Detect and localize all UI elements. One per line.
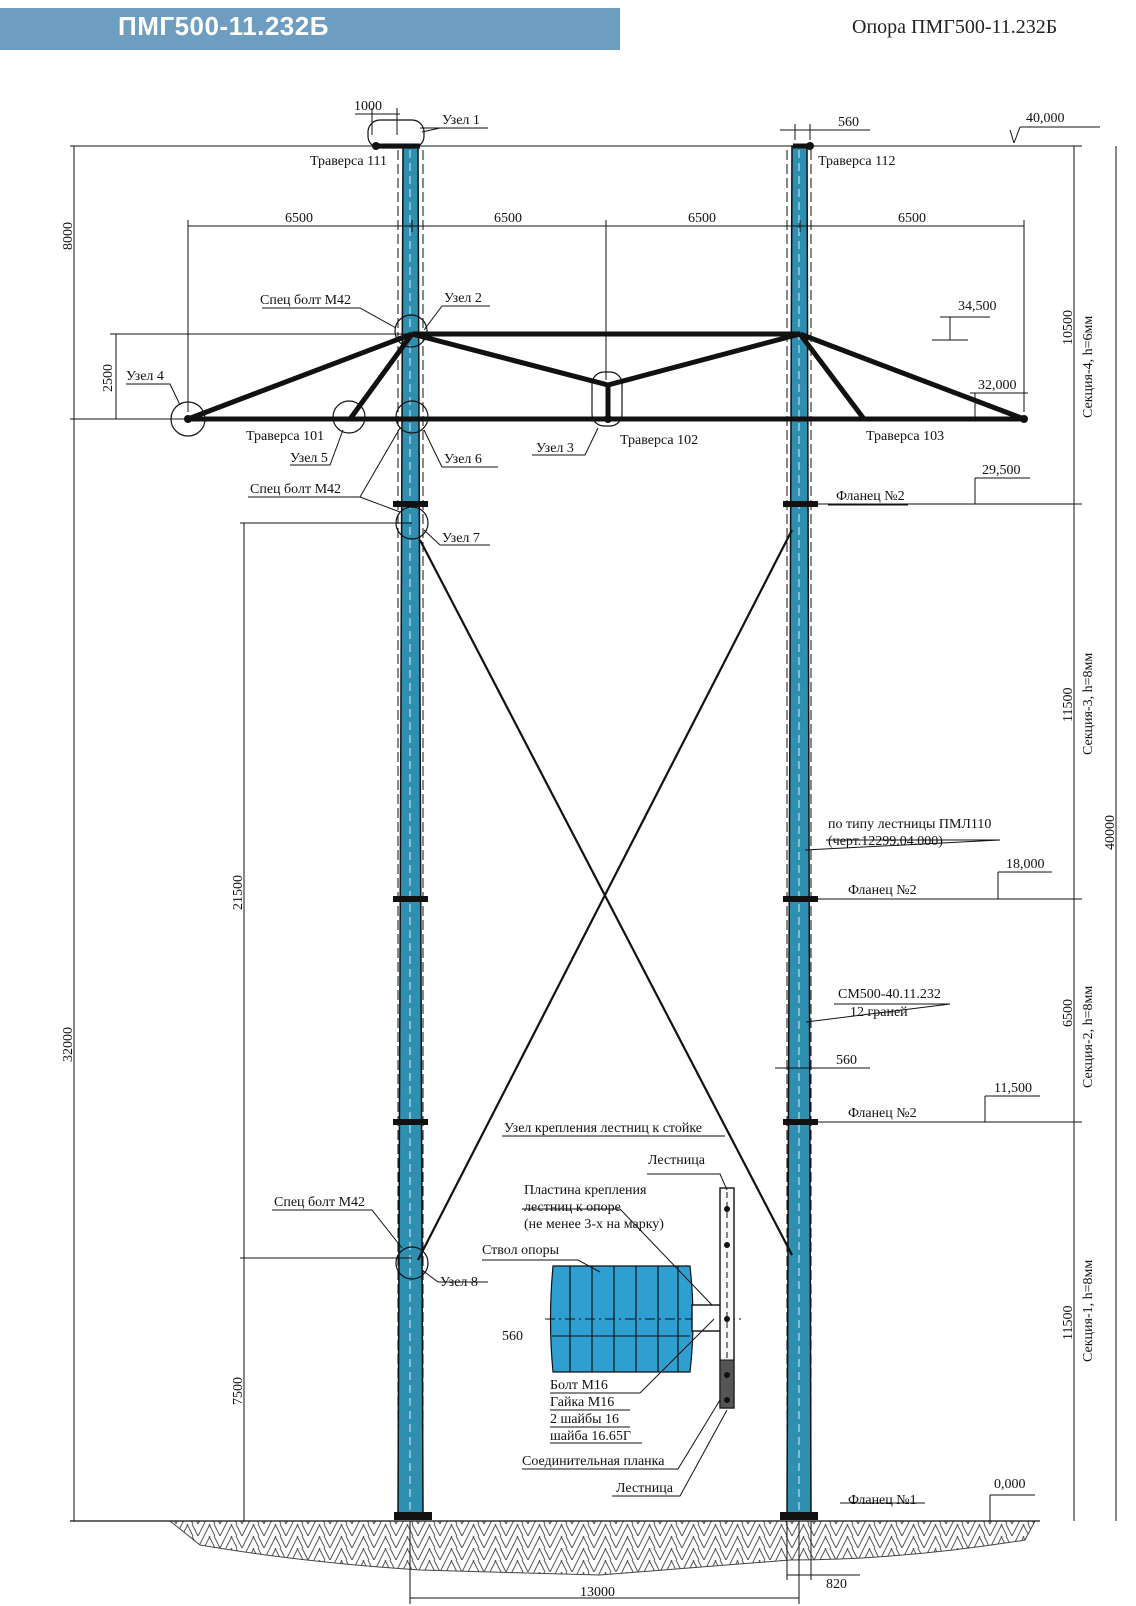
label-cm-1: СМ500-40.11.232: [838, 987, 941, 1002]
dim-11500-b: 11500: [1061, 1306, 1076, 1340]
label-node8: Узел 8: [440, 1275, 478, 1290]
label-traverse103: Траверса 103: [866, 429, 944, 444]
label-section1: Секция-1, h=8мм: [1081, 1260, 1096, 1362]
drawing-title: Опора ПМГ500-11.232Б: [852, 16, 1058, 38]
label-flange1: Фланец №1: [848, 1493, 917, 1508]
label-bolt-mid: Спец болт М42: [250, 482, 341, 497]
elev-18: 18,000: [1006, 857, 1045, 872]
elev-34-5: 34,500: [958, 299, 997, 314]
label-traverse111: Траверса 111: [310, 154, 387, 169]
dim-6500-3: 6500: [688, 211, 716, 226]
label-section2: Секция-2, h=8мм: [1081, 986, 1096, 1088]
label-bolt-top: Спец болт М42: [260, 293, 351, 308]
label-ladder-top: Лестница: [648, 1153, 706, 1168]
dim-2500: 2500: [101, 364, 116, 392]
elev-32: 32,000: [978, 378, 1017, 393]
dim-560-top: 560: [838, 115, 859, 130]
label-washers: 2 шайбы 16: [550, 1412, 619, 1427]
dim-1000: 1000: [354, 99, 382, 114]
label-ladder-bottom: Лестница: [616, 1481, 674, 1496]
label-cm-2: 12 граней: [850, 1005, 908, 1020]
label-node1: Узел 1: [442, 113, 480, 128]
label-flange2-c: Фланец №2: [848, 1106, 917, 1121]
dim-6500-vertical: 6500: [1061, 999, 1076, 1027]
label-flange2-a: Фланец №2: [836, 489, 905, 504]
dim-560-detail: 560: [502, 1329, 523, 1344]
label-bolt-low: Спец болт М42: [274, 1195, 365, 1210]
label-bolt-m16: Болт М16: [550, 1378, 608, 1393]
flanges: [393, 501, 818, 1125]
ground-hatch: [168, 1520, 1036, 1576]
dim-560-mid-text: 560: [836, 1053, 857, 1068]
label-nut-m16: Гайка М16: [550, 1395, 614, 1410]
dim-6500-row: [187, 220, 1025, 412]
dim-11500-a: 11500: [1061, 688, 1076, 722]
label-node2: Узел 2: [444, 291, 482, 306]
dim-top: [355, 108, 870, 140]
label-node4: Узел 4: [126, 369, 164, 384]
label-section3: Секция-3, h=8мм: [1081, 653, 1096, 755]
label-node7: Узел 7: [442, 531, 480, 546]
header-banner: [0, 8, 620, 50]
label-node5: Узел 5: [290, 451, 328, 466]
dim-40000: 40000: [1103, 815, 1118, 850]
label-traverse102: Траверса 102: [620, 433, 698, 448]
dim-bottom: [409, 1521, 860, 1604]
dim-6500-2: 6500: [494, 211, 522, 226]
label-washer2: шайба 16.65Г: [550, 1429, 631, 1444]
dim-820: 820: [826, 1577, 847, 1592]
dim-7500: 7500: [231, 1377, 246, 1405]
elev-29-5: 29,500: [982, 463, 1021, 478]
dim-verticals: [70, 146, 1117, 1521]
label-trunk: Ствол опоры: [482, 1243, 560, 1258]
label-plate-1: Пластина крепления: [524, 1183, 647, 1198]
drawing-code: ПМГ500-11.232Б: [118, 11, 329, 41]
dim-21500: 21500: [231, 875, 246, 910]
left-pole: [394, 145, 432, 1520]
dim-13000: 13000: [580, 1585, 615, 1600]
label-ladder-node: Узел крепления лестниц к стойке: [504, 1121, 702, 1136]
leader-lines: [126, 127, 1001, 1504]
x-braces: [417, 529, 793, 1261]
dim-6500-1: 6500: [285, 211, 313, 226]
label-traverse112: Траверса 112: [818, 154, 896, 169]
label-plate-3: (не менее 3-х на марку): [524, 1217, 664, 1232]
node1-marker: [367, 119, 425, 149]
dim-32000: 32000: [61, 1027, 76, 1062]
dim-6500-4: 6500: [898, 211, 926, 226]
dim-10500: 10500: [1061, 310, 1076, 345]
label-traverse101: Траверса 101: [246, 429, 324, 444]
label-ladder-type-1: по типу лестницы ПМЛ110: [828, 817, 991, 832]
elev-0: 0,000: [994, 1477, 1026, 1492]
label-connecting-plate: Соединительная планка: [522, 1454, 665, 1469]
label-node6: Узел 6: [444, 452, 482, 467]
label-plate-2: лестниц к опоре: [524, 1200, 621, 1215]
label-flange2-b: Фланец №2: [848, 883, 917, 898]
label-section4: Секция-4, h=6мм: [1081, 316, 1096, 418]
elev-11-5: 11,500: [994, 1081, 1032, 1096]
dim-8000: 8000: [61, 222, 76, 250]
label-ladder-type-2: (черт.12299.04.000): [828, 834, 943, 849]
label-node3: Узел 3: [536, 441, 574, 456]
trunk-section: [549, 1265, 694, 1373]
ladder-detail: [482, 1135, 745, 1497]
elev-40: 40,000: [1026, 111, 1065, 126]
